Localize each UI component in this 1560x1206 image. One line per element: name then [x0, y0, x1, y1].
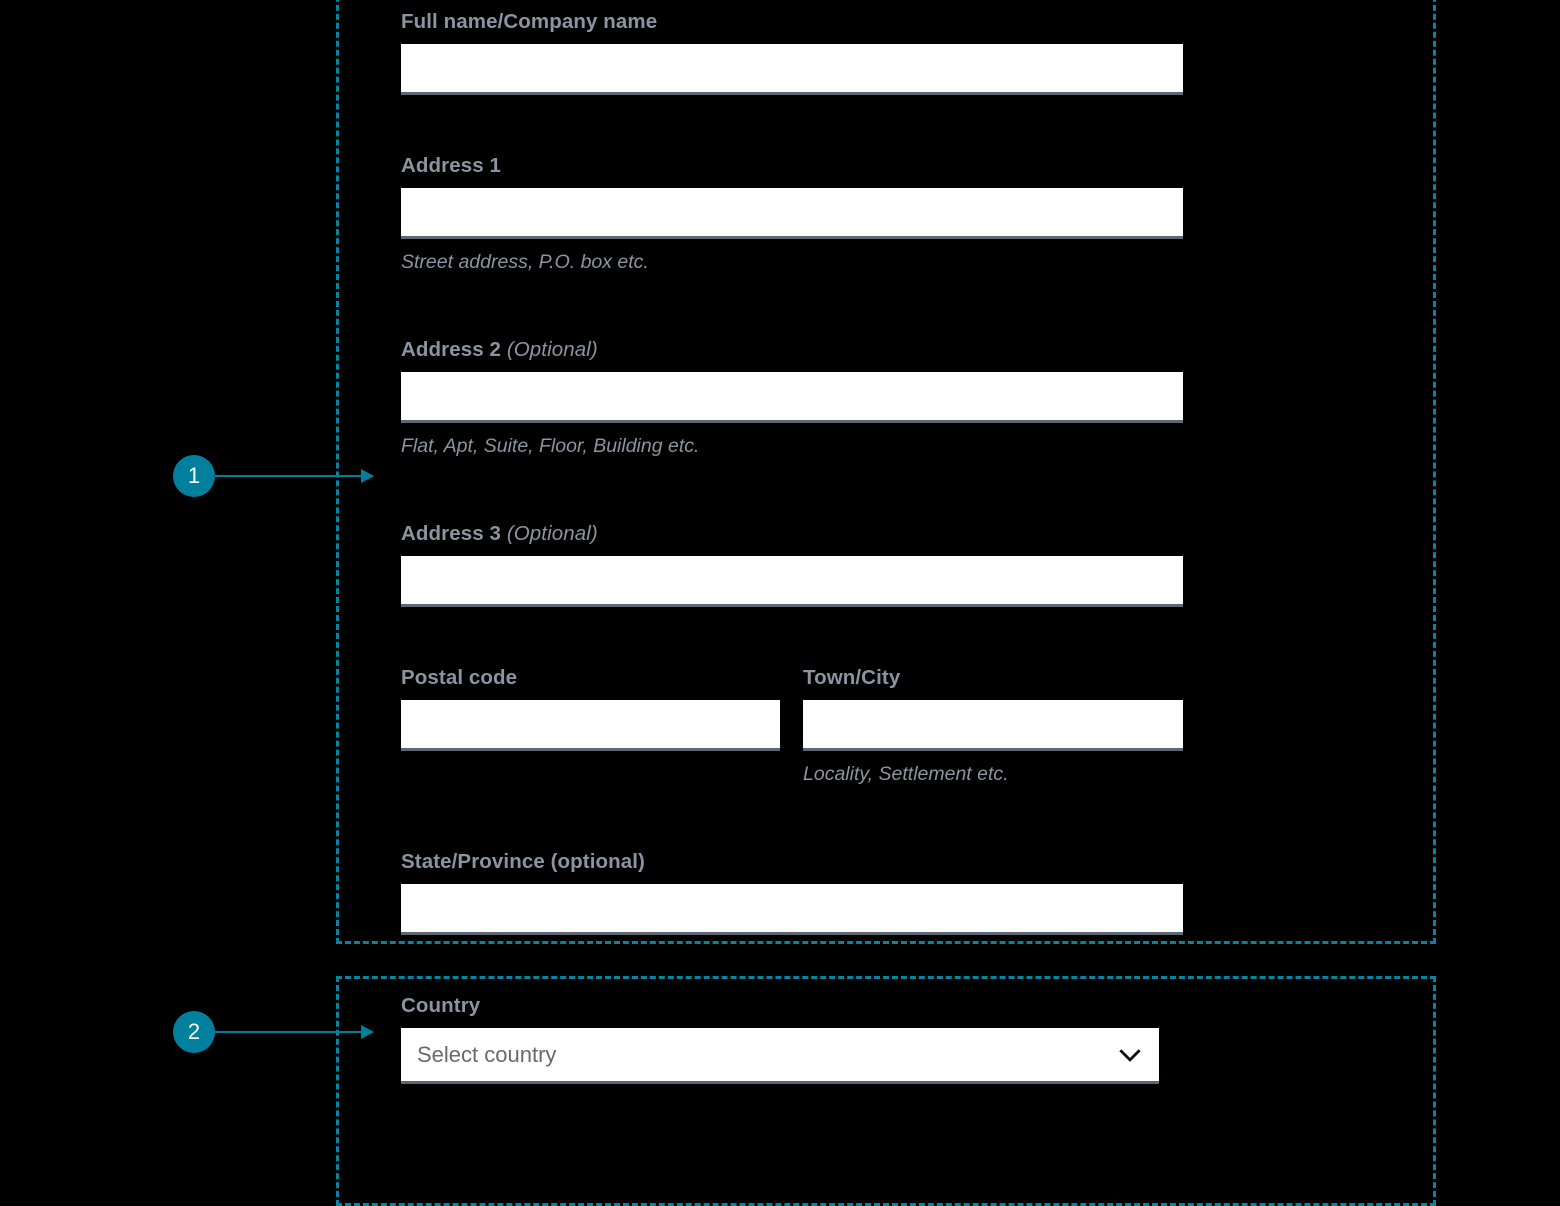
annotation-badge-2: 2 — [173, 1011, 215, 1053]
label-address-2: Address 2 (Optional) — [401, 338, 1159, 362]
label-address-2-text: Address 2 — [401, 338, 502, 361]
annotation-badge-1: 1 — [173, 455, 215, 497]
form-field-country: Country Select country — [401, 994, 1159, 1084]
input-full-name[interactable] — [401, 44, 1183, 95]
label-state-province: State/Province (optional) — [401, 850, 1159, 874]
annotation-group-box-address — [336, 0, 1436, 944]
input-address-1[interactable] — [401, 188, 1183, 239]
form-field-address-1: Address 1 Street address, P.O. box etc. — [401, 154, 1183, 273]
form-field-state-province: State/Province (optional) — [401, 850, 1183, 935]
input-address-2[interactable] — [401, 372, 1183, 423]
hint-address-1: Street address, P.O. box etc. — [401, 251, 649, 273]
country-select-placeholder: Select country — [417, 1041, 557, 1067]
hint-address-2: Flat, Apt, Suite, Floor, Building etc. — [401, 435, 700, 457]
input-address-3[interactable] — [401, 556, 1183, 607]
label-address-3-optional: (Optional) — [506, 522, 598, 545]
country-select[interactable]: Select country — [401, 1028, 1159, 1084]
annotation-callout-1: 1 — [173, 455, 374, 497]
label-full-name: Full name/Company name — [401, 10, 1159, 34]
input-state-province[interactable] — [401, 884, 1183, 935]
form-field-address-2: Address 2 (Optional) Flat, Apt, Suite, F… — [401, 338, 1183, 457]
form-field-town-city: Town/City Locality, Settlement etc. — [803, 666, 1183, 785]
hint-town-city: Locality, Settlement etc. — [803, 763, 1009, 785]
chevron-down-icon — [1119, 1048, 1141, 1062]
annotation-arrow-1 — [215, 469, 374, 483]
country-select-wrapper: Select country — [401, 1028, 1159, 1084]
label-postal-code-text: Postal code — [401, 666, 518, 689]
label-address-1-text: Address 1 — [401, 154, 502, 177]
input-town-city[interactable] — [803, 700, 1183, 751]
label-address-2-optional: (Optional) — [506, 338, 598, 361]
input-postal-code[interactable] — [401, 700, 780, 751]
label-town-city-text: Town/City — [803, 666, 901, 689]
annotation-callout-2: 2 — [173, 1011, 374, 1053]
label-country: Country — [401, 994, 1159, 1018]
label-address-3-text: Address 3 — [401, 522, 502, 545]
label-country-text: Country — [401, 994, 481, 1017]
form-field-postal-code: Postal code — [401, 666, 780, 751]
label-state-province-text: State/Province (optional) — [401, 850, 645, 873]
label-full-name-text: Full name/Company name — [401, 10, 658, 33]
annotation-arrow-2 — [215, 1025, 374, 1039]
label-town-city: Town/City — [803, 666, 1159, 690]
form-field-address-3: Address 3 (Optional) — [401, 522, 1183, 607]
label-address-3: Address 3 (Optional) — [401, 522, 1159, 546]
label-address-1: Address 1 — [401, 154, 1159, 178]
label-postal-code: Postal code — [401, 666, 756, 690]
form-field-full-name: Full name/Company name — [401, 10, 1183, 95]
